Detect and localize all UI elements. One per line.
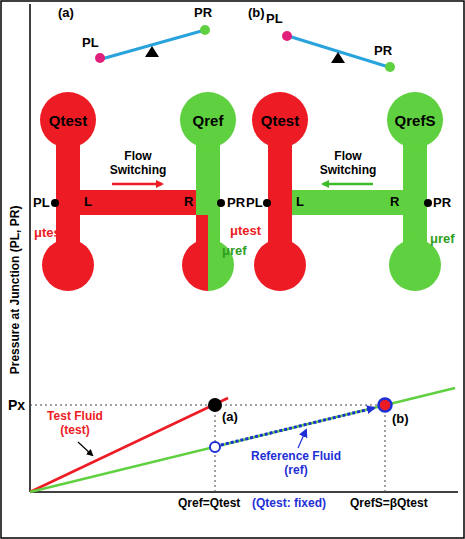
- viscosity-label: μtest: [230, 224, 261, 239]
- series-label: Reference Fluid (ref): [246, 450, 346, 478]
- pressure-label: PR: [433, 196, 451, 211]
- flow-rate-label: Qref: [193, 112, 224, 129]
- pressure-graph: [30, 388, 455, 492]
- flow-rate-label: Qtest: [261, 112, 299, 129]
- junction-label: L: [296, 195, 304, 210]
- viscosity-label: μref: [222, 244, 247, 259]
- pressure-label: PR: [194, 6, 212, 21]
- point-label: (a): [222, 410, 238, 425]
- flow-rate-label: Qtest: [49, 112, 87, 129]
- axis-title: Pressure at Junction (PL, PR): [9, 206, 23, 375]
- junction-label: L: [84, 195, 92, 210]
- axis-tick-label: Qref=Qtest: [178, 497, 240, 511]
- viscosity-label: μtest: [34, 226, 65, 241]
- axis-tick-label: QrefS=βQtest: [350, 497, 428, 511]
- pressure-label: PR: [374, 44, 392, 59]
- seesaw-b: [282, 31, 395, 72]
- axis-tick-label: Px: [8, 397, 25, 413]
- flow-note: Flow Switching: [315, 150, 381, 178]
- reservoir-circle: Qref: [180, 92, 236, 148]
- pressure-label: PL: [266, 12, 283, 27]
- reservoir-circle: QrefS: [387, 92, 443, 148]
- series-label: Test Fluid (test): [38, 410, 112, 438]
- seesaw-a: [95, 25, 210, 63]
- pressure-label: PL: [246, 196, 263, 211]
- panel-label: (a): [58, 6, 74, 21]
- axis-note: (Qtest: fixed): [252, 497, 326, 511]
- reservoir-circle: Qtest: [252, 92, 308, 148]
- pressure-label: PL: [33, 196, 50, 211]
- reservoir-circle: Qtest: [40, 92, 96, 148]
- pressure-label: PR: [227, 196, 245, 211]
- viscosity-label: μref: [430, 232, 455, 247]
- flow-rate-label: QrefS: [395, 112, 436, 129]
- flow-note: Flow Switching: [105, 150, 171, 178]
- pressure-label: PL: [82, 36, 99, 51]
- junction-label: R: [390, 195, 399, 210]
- panel-label: (b): [248, 6, 265, 21]
- x-axis: [30, 491, 458, 493]
- junction-label: R: [184, 195, 193, 210]
- y-axis: [29, 4, 31, 492]
- point-label: (b): [392, 412, 409, 427]
